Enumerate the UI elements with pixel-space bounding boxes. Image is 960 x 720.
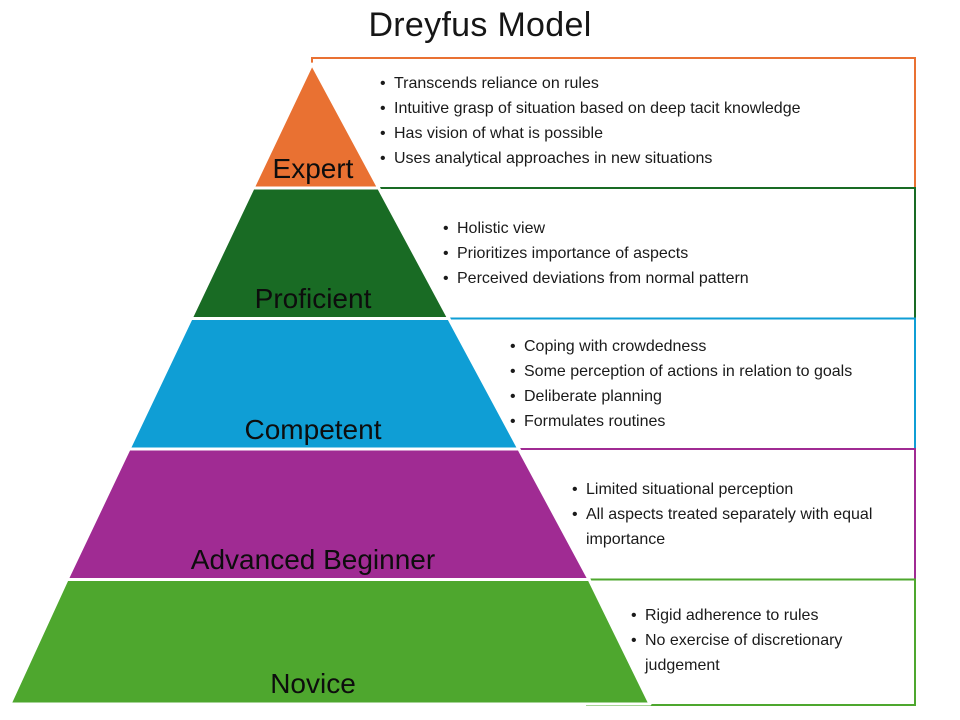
bullet-text: Formulates routines bbox=[524, 413, 666, 430]
bullet-item: • Has vision of what is possible bbox=[380, 121, 905, 146]
bullet-text: Rigid adherence to rules bbox=[645, 607, 819, 624]
bullet-item: • Deliberate planning bbox=[510, 384, 910, 409]
bullet-item: • Uses analytical approaches in new situa… bbox=[380, 146, 905, 171]
bullet-item: • Prioritizes importance of aspects bbox=[443, 241, 888, 266]
level-label-competent: Competent bbox=[244, 414, 382, 445]
bullet-list-expert: • Transcends reliance on rules • Intuitive… bbox=[380, 71, 905, 171]
bullet-item: • Some perception of actions in relation … bbox=[510, 359, 910, 384]
bullet-item: • No exercise of discretionary judgement bbox=[631, 628, 889, 678]
level-label-expert: Expert bbox=[272, 153, 354, 184]
bullet-marker: • bbox=[510, 413, 516, 430]
page-title: Dreyfus Model bbox=[368, 6, 592, 44]
level-box-competent bbox=[446, 317, 916, 450]
bullet-marker: • bbox=[510, 338, 516, 355]
bullet-text: No exercise of discretionary judgement bbox=[645, 632, 843, 674]
bullet-marker: • bbox=[380, 100, 386, 117]
bullet-marker: • bbox=[443, 220, 449, 237]
bullet-item: • All aspects treated separately with equ… bbox=[572, 502, 912, 552]
bullet-text: Transcends reliance on rules bbox=[394, 75, 599, 92]
bullet-marker: • bbox=[510, 388, 516, 405]
bullet-list-novice: • Rigid adherence to rules • No exercise o… bbox=[631, 603, 889, 678]
bullet-marker: • bbox=[443, 245, 449, 262]
pyramid-segment-novice bbox=[8, 578, 652, 706]
bullet-marker: • bbox=[380, 150, 386, 167]
bullet-item: • Transcends reliance on rules bbox=[380, 71, 905, 96]
bullet-marker: • bbox=[443, 270, 449, 287]
bullet-text: All aspects treated separately with equa… bbox=[586, 506, 873, 548]
bullet-marker: • bbox=[572, 481, 578, 498]
bullet-text: Deliberate planning bbox=[524, 388, 662, 405]
level-label-advanced-beginner: Advanced Beginner bbox=[190, 544, 436, 575]
bullet-item: • Holistic view bbox=[443, 216, 888, 241]
level-box-advanced-beginner bbox=[516, 448, 916, 581]
bullet-text: Coping with crowdedness bbox=[524, 338, 707, 355]
bullet-text: Has vision of what is possible bbox=[394, 125, 603, 142]
bullet-marker: • bbox=[510, 363, 516, 380]
bullet-item: • Rigid adherence to rules bbox=[631, 603, 889, 628]
bullet-text: Intuitive grasp of situation based on de… bbox=[394, 100, 801, 117]
level-box-expert bbox=[311, 57, 916, 189]
bullet-text: Uses analytical approaches in new situat… bbox=[394, 150, 713, 167]
bullet-list-competent: • Coping with crowdedness • Some perceptio… bbox=[510, 334, 910, 434]
bullet-marker: • bbox=[380, 125, 386, 142]
level-label-novice: Novice bbox=[270, 668, 356, 699]
bullet-text: Perceived deviations from normal pattern bbox=[457, 270, 749, 287]
bullet-marker: • bbox=[572, 506, 578, 523]
bullet-text: Holistic view bbox=[457, 220, 546, 237]
bullet-marker: • bbox=[631, 632, 637, 649]
bullet-text: Some perception of actions in relation t… bbox=[524, 363, 853, 380]
level-box-proficient bbox=[376, 187, 916, 320]
level-label-proficient: Proficient bbox=[254, 283, 372, 314]
bullet-list-proficient: • Holistic view • Prioritizes importance o… bbox=[443, 216, 888, 291]
bullet-text: Prioritizes importance of aspects bbox=[457, 245, 689, 262]
bullet-item: • Intuitive grasp of situation based on d… bbox=[380, 96, 905, 121]
bullet-text: Limited situational perception bbox=[586, 481, 794, 498]
bullet-item: • Limited situational perception bbox=[572, 477, 912, 502]
bullet-marker: • bbox=[380, 75, 386, 92]
bullet-item: • Formulates routines bbox=[510, 409, 910, 434]
bullet-item: • Perceived deviations from normal patter… bbox=[443, 266, 888, 291]
bullet-item: • Coping with crowdedness bbox=[510, 334, 910, 359]
bullet-list-advanced-beginner: • Limited situational perception • All asp… bbox=[572, 477, 912, 552]
bullet-marker: • bbox=[631, 607, 637, 624]
